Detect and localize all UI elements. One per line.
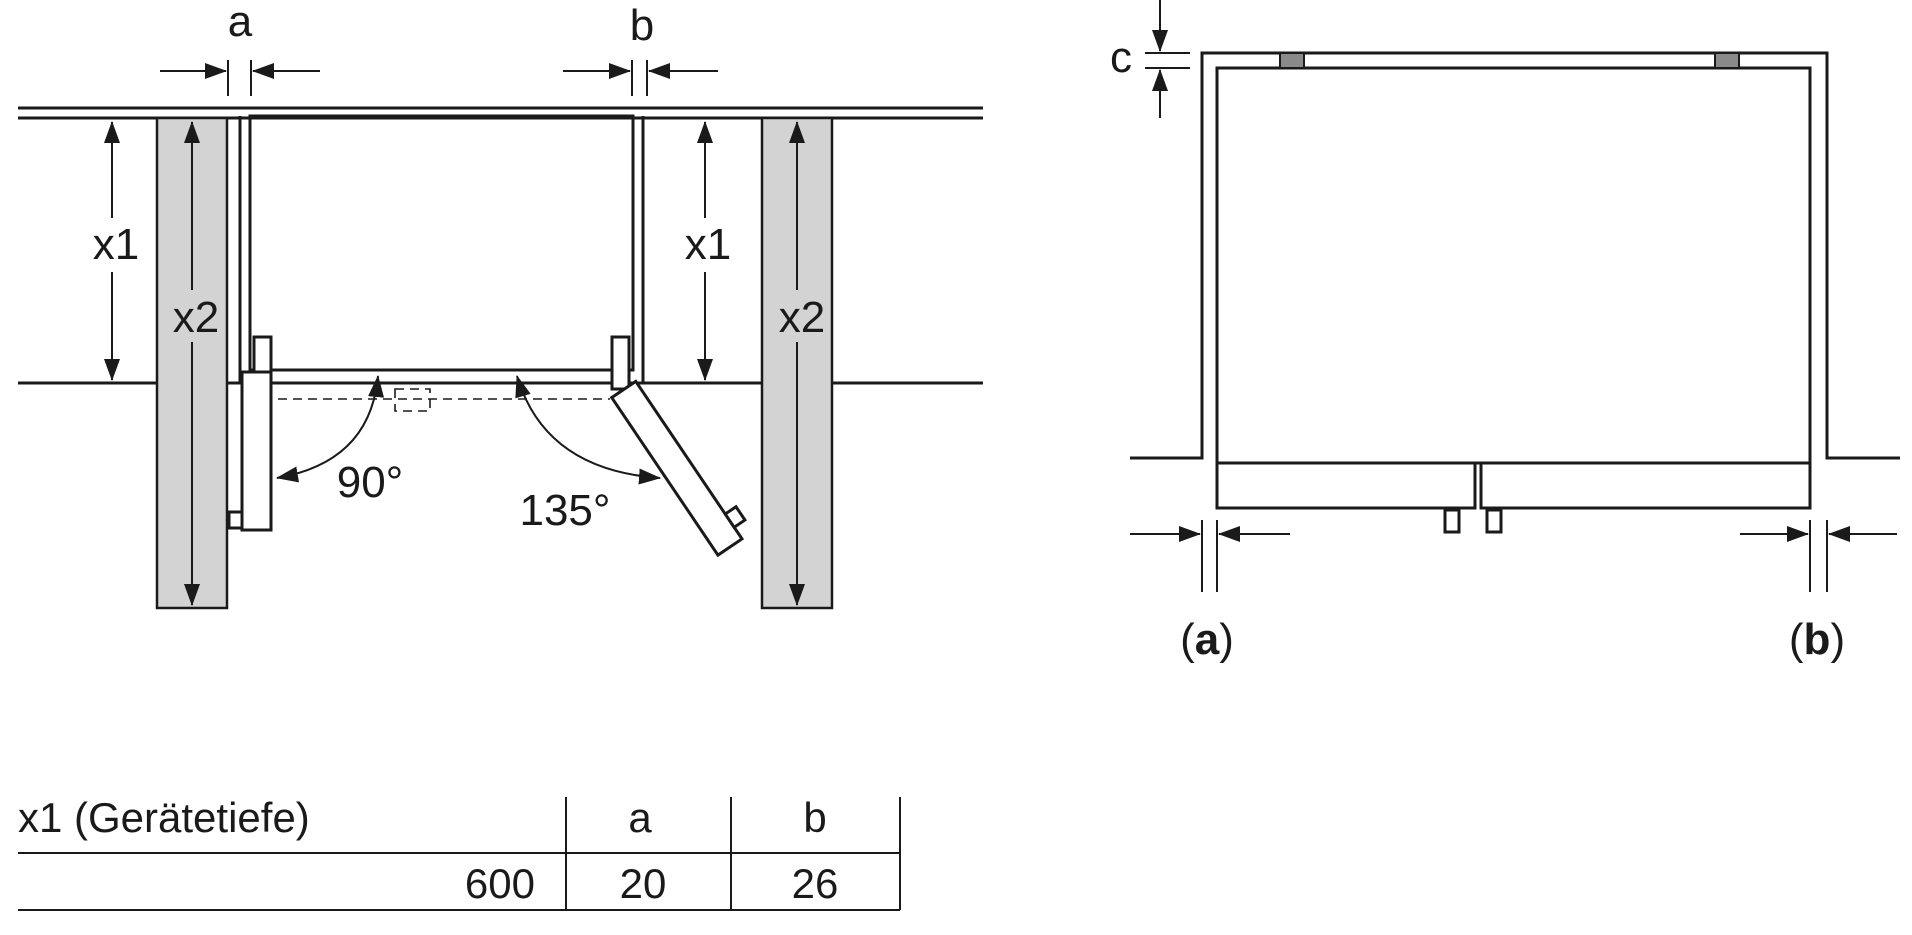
gap-label-b: b	[630, 1, 654, 50]
foot-right	[1485, 508, 1503, 534]
appliance-body	[248, 114, 635, 372]
niche-outline	[1130, 51, 1900, 460]
depth-label-x2-left: x2	[173, 293, 219, 342]
dimension-table: x1 (Gerätetiefe) a b 600 20 26	[18, 794, 901, 911]
angle-arc-135	[515, 375, 661, 485]
table-header-a: a	[628, 794, 652, 841]
front-view: c (a) (b)	[1110, 0, 1900, 664]
door-right-open-135	[609, 379, 748, 558]
plan-view: a b x1 x2 x1 x2 90° 135°	[18, 0, 983, 610]
door-left-open-90	[240, 370, 273, 532]
gap-label-a: a	[228, 0, 253, 46]
top-hinge-left	[1279, 52, 1305, 69]
top-hinge-right	[1714, 52, 1740, 69]
depth-label-x1-left: x1	[93, 220, 139, 269]
gap-label-a-paren: (a)	[1180, 615, 1234, 664]
gap-label-c: c	[1110, 33, 1132, 82]
table-header-x1: x1 (Gerätetiefe)	[18, 794, 310, 841]
table-cell-a: 20	[620, 860, 667, 907]
table-header-b: b	[803, 794, 826, 841]
drawer-right	[1479, 461, 1812, 510]
depth-label-x1-right: x1	[685, 220, 731, 269]
door-left-handle	[227, 510, 244, 530]
angle-arc-90	[276, 375, 385, 483]
drawer-left	[1215, 461, 1477, 510]
hinge-right	[610, 335, 631, 391]
angle-label-90: 90°	[337, 458, 404, 507]
appliance-front	[1215, 66, 1812, 465]
angle-label-135: 135°	[519, 486, 610, 535]
table-cell-x1: 600	[465, 860, 535, 907]
foot-left	[1443, 508, 1461, 534]
table-cell-b: 26	[792, 860, 839, 907]
handle-dashed	[394, 388, 431, 412]
depth-label-x2-right: x2	[779, 293, 825, 342]
gap-label-b-paren: (b)	[1789, 615, 1845, 664]
